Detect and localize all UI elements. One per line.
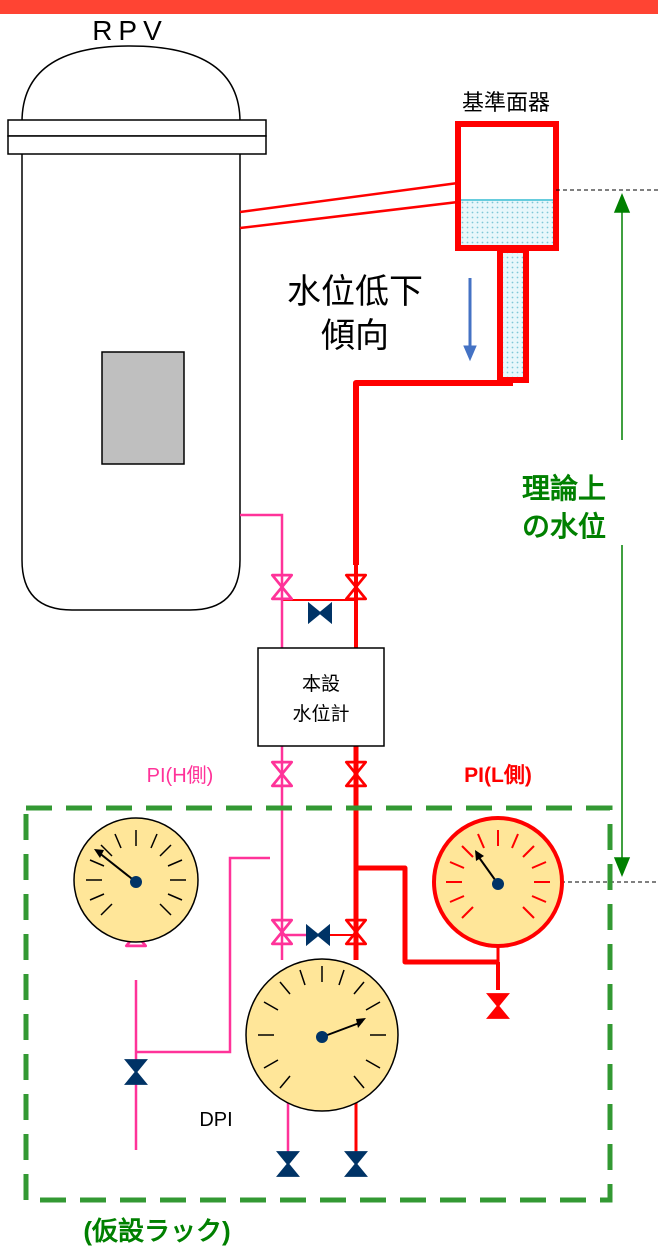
reference-vessel <box>455 121 559 383</box>
main-gauge-label-line1: 本設 <box>302 673 340 695</box>
pi-l-gauge <box>432 816 564 948</box>
pi-l-label: PI(L側) <box>464 764 532 787</box>
water-level-drop-label-line2: 傾向 <box>321 317 389 355</box>
pi-h-label: PI(H側) <box>147 764 214 787</box>
reactor-core <box>101 351 185 465</box>
main-level-gauge-box <box>257 647 385 747</box>
pi-l-drain-valve[interactable] <box>487 993 509 1019</box>
temporary-rack-frame <box>23 805 613 1203</box>
pi-h-gauge <box>73 817 199 943</box>
water-level-drop-arrow <box>463 278 477 362</box>
water-level-drop-label-line1: 水位低下 <box>287 273 423 311</box>
top-banner-bar <box>0 0 658 14</box>
theoretical-level-label-line1: 理論上 <box>522 472 606 504</box>
theoretical-level-arrow <box>613 193 631 877</box>
theoretical-level-label-line2: の水位 <box>522 510 606 542</box>
reference-vessel-label: 基準面器 <box>462 90 550 115</box>
reactor-pressure-vessel <box>7 45 267 611</box>
rpv-to-reference-line <box>239 181 459 230</box>
dpi-label: DPI <box>199 1109 232 1131</box>
upper-equalizing-valve[interactable] <box>307 602 333 624</box>
temporary-rack-label: (仮設ラック) <box>83 1216 230 1246</box>
pi-h-drain-valve[interactable] <box>125 1059 147 1085</box>
rpv-title: RPV <box>92 15 168 46</box>
lower-equalizing-valve[interactable] <box>305 924 331 946</box>
dpi-h-drain-valve[interactable] <box>277 1151 299 1177</box>
dpi-gauge <box>245 958 399 1112</box>
dpi-l-drain-valve[interactable] <box>345 1151 367 1177</box>
main-gauge-label-line2: 水位計 <box>292 703 349 725</box>
